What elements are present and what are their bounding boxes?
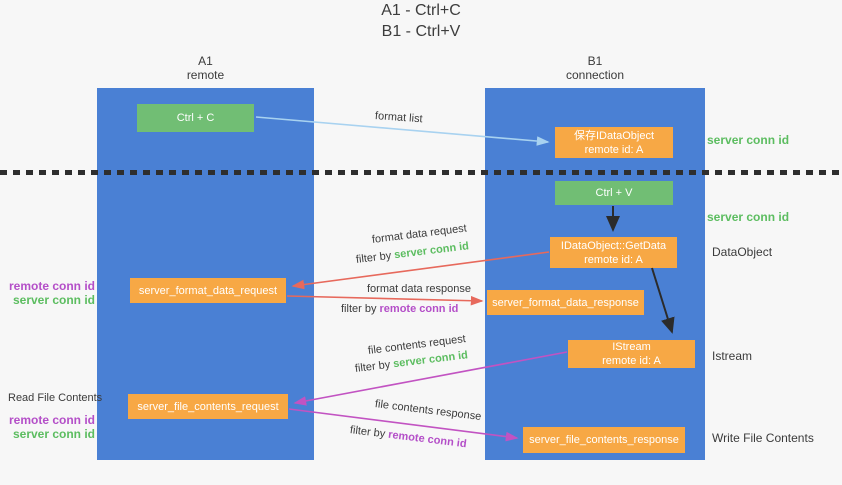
label-filter-file-response: filter by remote conn id <box>349 424 467 450</box>
label-bottom-remote-conn-id: remote conn id <box>8 413 95 427</box>
lane-b1-name: B1 <box>587 54 603 68</box>
label-read-file-contents: Read File Contents <box>8 392 103 404</box>
node-save-idataobject: 保存IDataObject remote id: A <box>555 127 673 158</box>
lane-b1-role: connection <box>565 68 625 82</box>
filter-prefix: filter by <box>354 358 394 375</box>
label-mid-server-conn-id: server conn id <box>12 293 95 307</box>
lane-a1-role: remote <box>186 68 225 82</box>
node-server-file-contents-response-label: server_file_contents_response <box>529 434 679 446</box>
node-server-file-contents-request-label: server_file_contents_request <box>137 400 279 413</box>
lane-header-a1: A1 remote <box>97 54 314 82</box>
filter-prefix: filter by <box>341 303 380 315</box>
node-idataobject-getdata: IDataObject::GetData remote id: A <box>550 237 677 268</box>
bottom-left-conn-ids: remote conn id server conn id <box>0 413 95 441</box>
filter-key-remote-conn-id: remote conn id <box>387 428 468 451</box>
node-istream: IStream remote id: A <box>568 340 695 368</box>
dotted-divider <box>0 170 842 175</box>
mid-left-conn-ids: remote conn id server conn id <box>0 279 95 307</box>
node-server-format-data-request: server_format_data_request <box>130 278 286 303</box>
filter-key-server-conn-id: server conn id <box>393 240 470 262</box>
label-mid-remote-conn-id: remote conn id <box>8 279 95 293</box>
node-istream-line2: remote id: A <box>602 355 661 367</box>
label-bottom-server-conn-id: server conn id <box>12 427 95 441</box>
node-server-file-contents-response: server_file_contents_response <box>523 427 685 453</box>
node-getdata-line1: IDataObject::GetData <box>560 239 667 252</box>
title-line-2: B1 - Ctrl+V <box>381 23 461 40</box>
lane-a1-name: A1 <box>198 54 213 68</box>
node-ctrl-v: Ctrl + V <box>555 181 673 205</box>
lane-header-b1: B1 connection <box>485 54 705 82</box>
label-istream: Istream <box>712 349 753 363</box>
node-save-idataobject-line2: remote id: A <box>584 143 644 156</box>
node-server-format-data-response-label: server_format_data_response <box>492 296 639 309</box>
label-server-conn-id-mid: server conn id <box>707 210 790 224</box>
label-format-list: format list <box>374 110 423 126</box>
node-ctrl-v-label: Ctrl + V <box>595 187 633 199</box>
node-server-file-contents-request: server_file_contents_request <box>128 394 288 419</box>
filter-prefix: filter by <box>355 249 395 266</box>
diagram-title: A1 - Ctrl+C B1 - Ctrl+V <box>0 0 842 42</box>
node-save-idataobject-line1: 保存IDataObject <box>573 129 655 142</box>
node-istream-line1: IStream <box>612 341 651 353</box>
node-ctrl-c: Ctrl + C <box>137 104 254 132</box>
node-getdata-line2: remote id: A <box>584 253 643 266</box>
label-file-contents-response: file contents response <box>374 398 482 423</box>
filter-key-remote-conn-id: remote conn id <box>379 303 459 315</box>
label-filter-format-response: filter by remote conn id <box>341 303 458 315</box>
label-server-conn-id-top: server conn id <box>707 133 790 147</box>
node-ctrl-c-label: Ctrl + C <box>176 112 215 124</box>
title-line-1: A1 - Ctrl+C <box>381 2 461 19</box>
arrow-format-data-response <box>286 295 484 306</box>
node-server-format-data-request-label: server_format_data_request <box>138 284 278 297</box>
label-dataobject: DataObject <box>712 245 773 259</box>
label-write-file-contents: Write File Contents <box>712 431 814 445</box>
label-format-data-response: format data response <box>367 283 471 295</box>
node-server-format-data-response: server_format_data_response <box>487 290 644 315</box>
filter-prefix: filter by <box>349 424 389 441</box>
